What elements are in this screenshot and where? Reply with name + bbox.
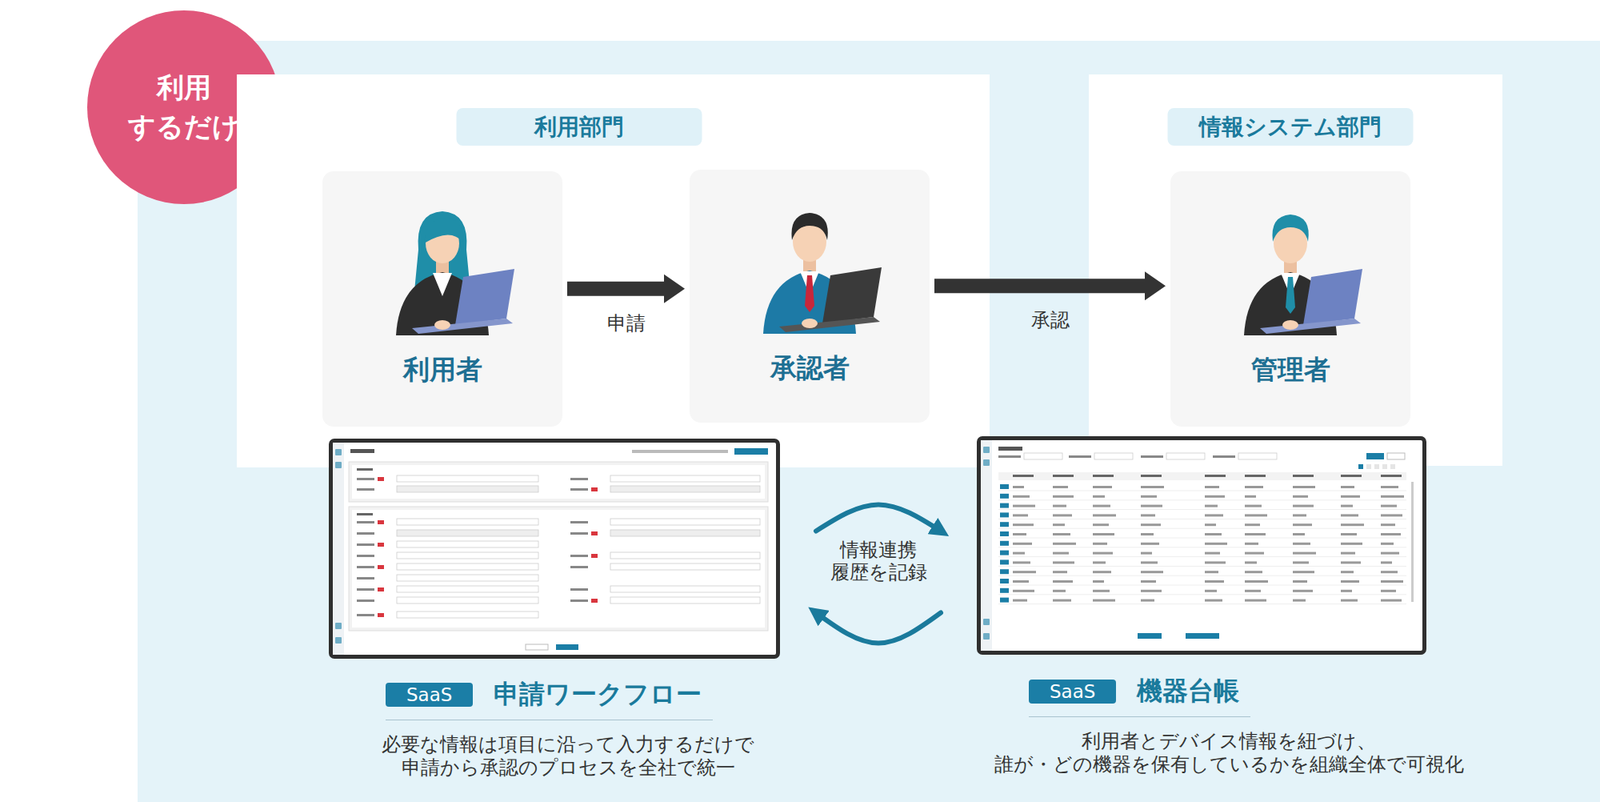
role-label: 管理者 bbox=[1170, 352, 1411, 388]
sync-arrows bbox=[816, 504, 941, 644]
role-label: 承認者 bbox=[689, 350, 930, 387]
saas-screen: SaaS申請ワークフロー必要な情報は項目に沿って入力するだけで 申請から承認のプ… bbox=[328, 438, 780, 659]
screen-content bbox=[980, 440, 1414, 651]
saas-badge: SaaS bbox=[385, 682, 473, 707]
product-title: 機器台帳 bbox=[1136, 673, 1240, 709]
title-row: SaaS 機器台帳 bbox=[1028, 673, 1251, 717]
saas-screen: SaaS機器台帳利用者とデバイス情報を紐づけ、 誰が・どの機器を保有しているかを… bbox=[976, 436, 1427, 655]
sync-arc bbox=[816, 504, 941, 532]
title-row: SaaS 申請ワークフロー bbox=[385, 676, 713, 720]
role-card: 利用者 bbox=[322, 171, 563, 427]
department-heading: 情報システム部門 bbox=[1168, 108, 1414, 146]
department-panel: 情報システム部門管理者 bbox=[1088, 74, 1503, 466]
product-title: 申請ワークフロー bbox=[493, 676, 702, 712]
sync-arc bbox=[816, 612, 941, 644]
person-illustration bbox=[322, 171, 563, 427]
ground-panel bbox=[137, 40, 1600, 802]
role-card: 管理者 bbox=[1170, 171, 1411, 427]
role-label: 利用者 bbox=[322, 352, 563, 388]
saas-badge: SaaS bbox=[1028, 679, 1116, 704]
department-panel: 利用部門利用者 承認者 bbox=[236, 74, 990, 468]
person-figure bbox=[396, 211, 515, 336]
badge-text: 利用 するだけ bbox=[128, 68, 240, 148]
person-figure bbox=[763, 212, 882, 334]
person-figure bbox=[1244, 214, 1363, 336]
department-heading: 利用部門 bbox=[456, 108, 703, 146]
edge-label: 承認 bbox=[1027, 307, 1074, 334]
edge-label: 申請 bbox=[603, 310, 650, 337]
person-illustration bbox=[1170, 171, 1411, 427]
person-illustration bbox=[689, 169, 930, 423]
screen-mockup bbox=[980, 440, 1423, 651]
description: 必要な情報は項目に沿って入力するだけで 申請から承認のプロセスを全社で統一 bbox=[381, 732, 755, 780]
description: 利用者とデバイス情報を紐づけ、 誰が・どの機器を保有しているかを組織全体で可視化 bbox=[994, 729, 1464, 776]
role-card: 承認者 bbox=[689, 169, 930, 423]
screen-mockup bbox=[332, 442, 776, 655]
screen-content bbox=[332, 442, 768, 655]
edge-label: 情報連携 履歴を記録 bbox=[826, 536, 932, 587]
